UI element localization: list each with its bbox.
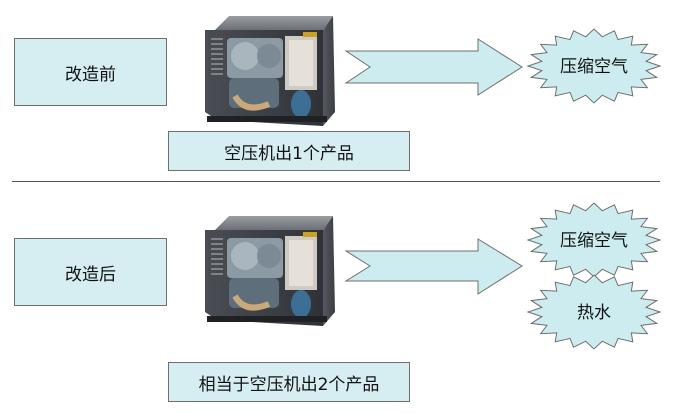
arrow-before xyxy=(344,38,523,96)
output-label-0: 压缩空气 xyxy=(560,57,628,77)
after-caption: 相当于空压机出2个产品 xyxy=(198,374,380,395)
before-caption-box: 空压机出1个产品 xyxy=(168,131,410,171)
output-burst-2 xyxy=(526,274,662,350)
output-label-1: 压缩空气 xyxy=(560,231,628,251)
after-label-box: 改造后 xyxy=(14,238,167,306)
after-caption-box: 相当于空压机出2个产品 xyxy=(168,362,410,402)
output-burst-0 xyxy=(526,28,662,104)
before-label: 改造前 xyxy=(65,64,116,85)
section-divider xyxy=(12,181,660,182)
output-label-2: 热水 xyxy=(577,303,611,323)
air-compressor-icon-before xyxy=(205,16,335,126)
before-label-box: 改造前 xyxy=(14,38,167,106)
arrow-after xyxy=(344,238,523,295)
air-compressor-icon-after xyxy=(205,216,335,326)
after-label: 改造后 xyxy=(65,264,116,285)
before-caption: 空压机出1个产品 xyxy=(224,143,354,164)
